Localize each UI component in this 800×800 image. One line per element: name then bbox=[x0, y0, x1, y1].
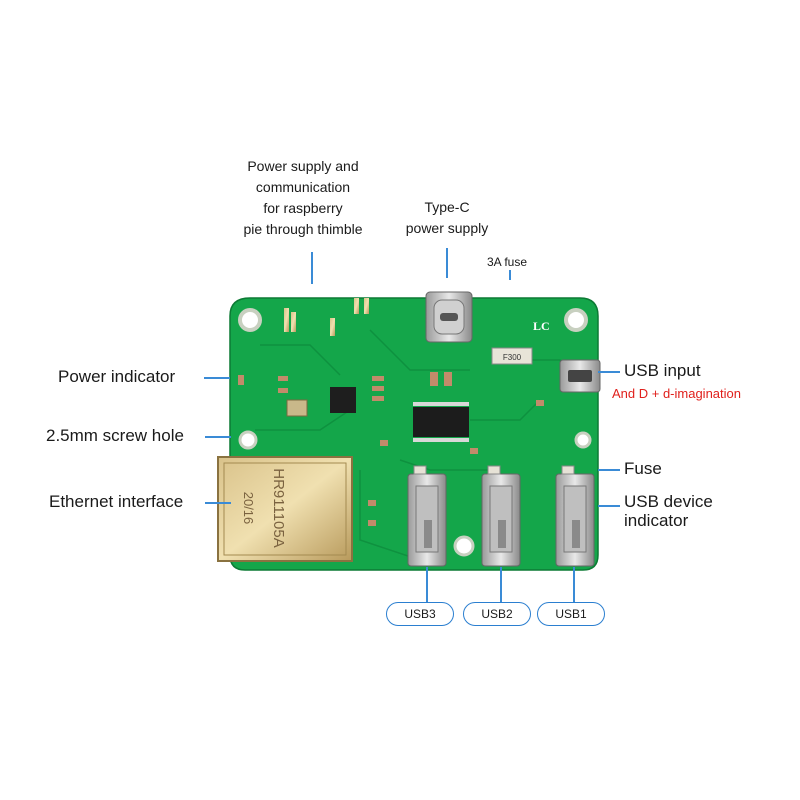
label-fuse: Fuse bbox=[624, 459, 662, 478]
label-usb-device-indicator: USB device indicator bbox=[624, 492, 713, 530]
crystal bbox=[286, 399, 308, 417]
passives bbox=[238, 372, 544, 526]
label-usb-device-indicator-line-2: indicator bbox=[624, 511, 689, 530]
ic-u1 bbox=[330, 387, 356, 413]
label-ethernet: Ethernet interface bbox=[49, 492, 184, 511]
ic-hub bbox=[413, 407, 469, 437]
label-3a-fuse: 3A fuse bbox=[487, 255, 528, 269]
label-usb-input: USB input bbox=[624, 361, 701, 380]
label-type-c: Type-C power supply bbox=[392, 197, 502, 239]
leader-power-indicator bbox=[204, 377, 230, 379]
port-fuses bbox=[413, 465, 575, 475]
label-power-comm-line-4: pie through thimble bbox=[243, 221, 363, 237]
label-type-c-line-2: power supply bbox=[405, 220, 489, 236]
label-power-comm-line-3: for raspberry bbox=[263, 200, 343, 216]
fuse-chip-text: F300 bbox=[503, 353, 522, 362]
label-power-comm-line-2: communication bbox=[255, 179, 351, 195]
label-usb-input-note: And D + d-imagination bbox=[612, 386, 741, 401]
usb-port-3 bbox=[407, 473, 447, 567]
label-power-comm: Power supply and communication for raspb… bbox=[217, 156, 389, 240]
leader-usb2 bbox=[500, 567, 502, 603]
leader-usb3 bbox=[426, 567, 428, 603]
label-usb-device-indicator-line-1: USB device bbox=[624, 492, 713, 511]
usb-port-2 bbox=[481, 473, 521, 567]
label-power-comm-line-1: Power supply and bbox=[247, 158, 359, 174]
label-screw-hole: 2.5mm screw hole bbox=[46, 426, 184, 445]
leader-usb-input bbox=[598, 371, 620, 373]
leader-type-c bbox=[446, 248, 448, 278]
leader-power-comm bbox=[311, 252, 313, 284]
rj45-text-2: 20/16 bbox=[241, 492, 256, 525]
rj45-connector bbox=[217, 456, 353, 562]
leader-usb1 bbox=[573, 567, 575, 603]
rj45-text-1: HR911105A bbox=[270, 468, 287, 548]
mounting-holes bbox=[238, 308, 592, 557]
port-pill-usb1: USB1 bbox=[537, 602, 605, 626]
leader-ethernet bbox=[205, 502, 231, 504]
pogo-pins bbox=[284, 298, 369, 336]
port-pill-usb3: USB3 bbox=[386, 602, 454, 626]
fuse-chip bbox=[491, 347, 533, 365]
usb-port-1 bbox=[555, 473, 595, 567]
leader-fuse bbox=[598, 469, 620, 471]
leader-3a-fuse bbox=[509, 270, 511, 280]
label-type-c-line-1: Type-C bbox=[424, 199, 470, 215]
board-logo: LC bbox=[533, 319, 550, 333]
label-power-indicator: Power indicator bbox=[58, 367, 176, 386]
leader-usb-indicator bbox=[598, 505, 620, 507]
port-pill-usb2: USB2 bbox=[463, 602, 531, 626]
leader-screw-hole bbox=[205, 436, 231, 438]
